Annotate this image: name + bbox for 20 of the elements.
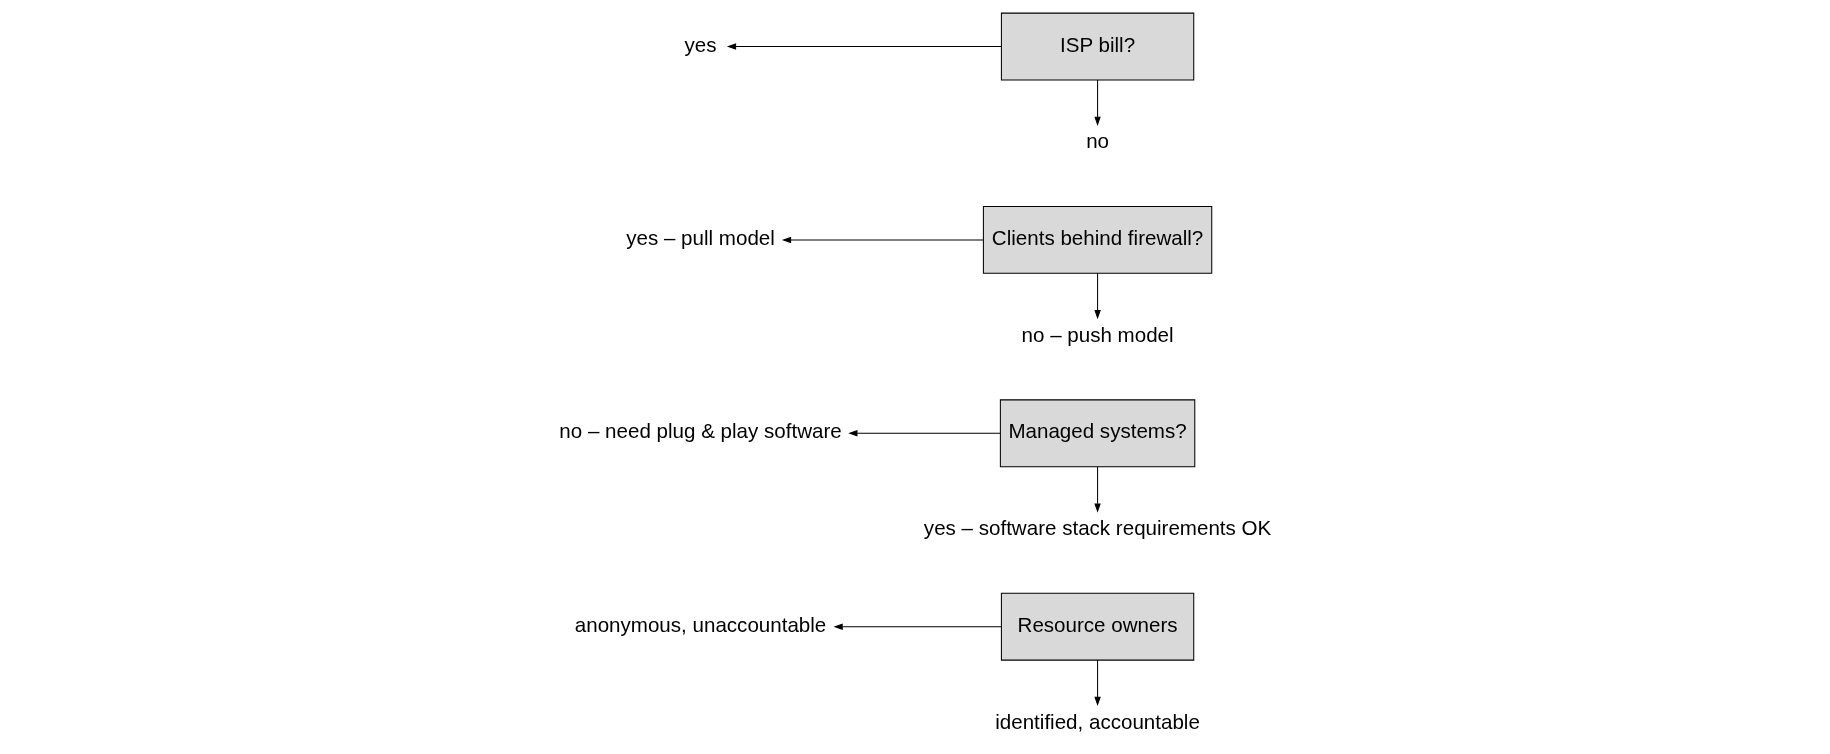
arrow	[1094, 465, 1101, 513]
node-box: Managed systems?	[999, 398, 1196, 467]
arrow	[1094, 659, 1101, 706]
node-text: no – push model	[1021, 322, 1174, 346]
node-text: yes	[684, 32, 717, 56]
node-text: yes – pull model	[626, 225, 775, 249]
node-text: no	[1086, 128, 1110, 152]
arrow	[1094, 78, 1101, 126]
node-text: no – need plug & play software	[559, 418, 842, 442]
node-text: anonymous, unaccountable	[574, 612, 827, 636]
arrow	[1094, 272, 1101, 319]
node-text: yes – software stack requirements OK	[923, 515, 1272, 539]
node-box: ISP bill?	[1000, 12, 1195, 80]
node-box: Resource owners	[1000, 592, 1195, 661]
node-box: Clients behind firewall?	[982, 205, 1213, 274]
arrow	[781, 236, 984, 243]
arrow	[726, 42, 1002, 50]
node-text: identified, accountable	[995, 709, 1200, 733]
arrow	[833, 622, 1002, 630]
arrow	[848, 429, 1001, 437]
